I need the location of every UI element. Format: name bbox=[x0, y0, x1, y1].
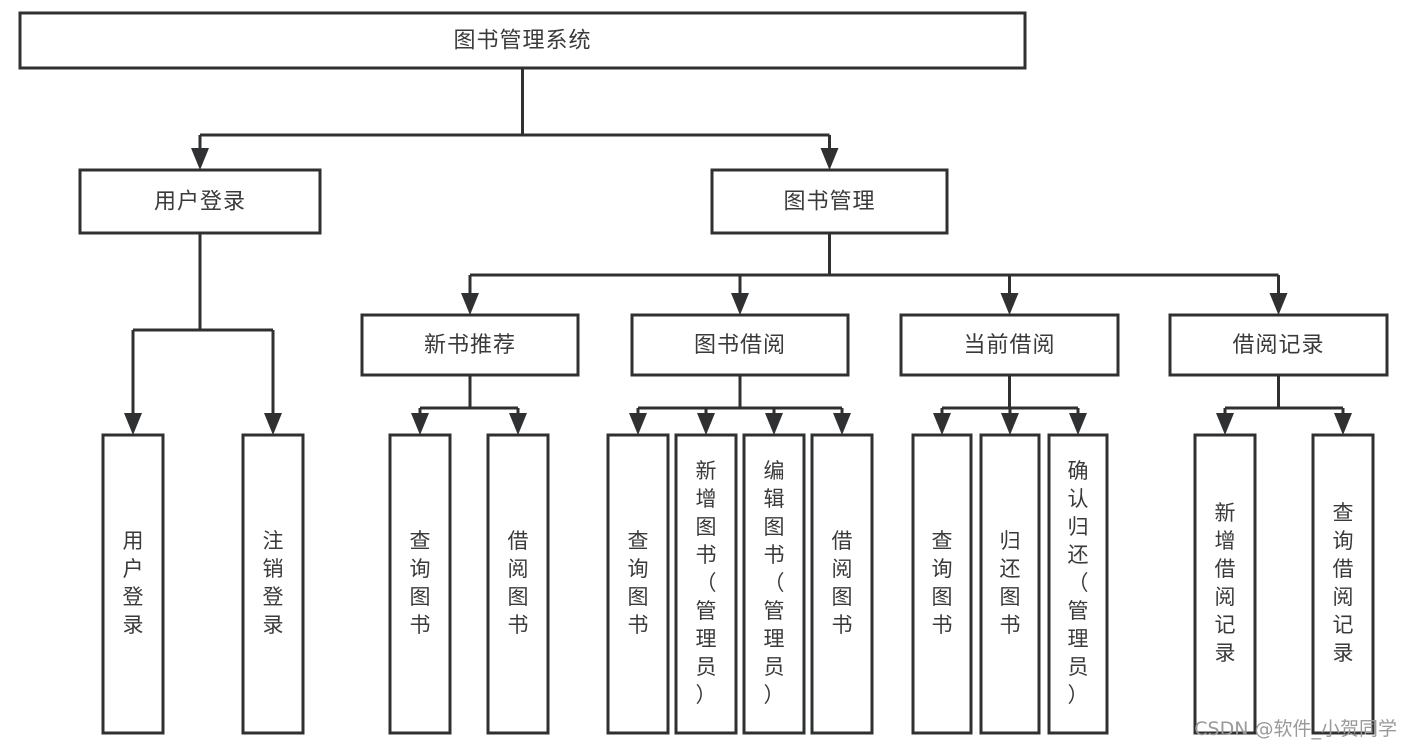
arrow-head-leaf-13 bbox=[1334, 413, 1352, 435]
arrow-head-leaf-1 bbox=[124, 413, 142, 435]
node-box-leaf-12 bbox=[1193, 433, 1257, 735]
arrow-head-leaf-8 bbox=[833, 413, 851, 435]
arrow-head-leaf-10 bbox=[1001, 413, 1019, 435]
node-box-leaf-4 bbox=[486, 433, 550, 735]
node-box-current bbox=[899, 313, 1120, 377]
arrow-head-leaf-7 bbox=[765, 413, 783, 435]
node-box-newbook bbox=[360, 313, 580, 377]
node-label-leaf-12: 新增借阅记录 bbox=[1215, 501, 1236, 665]
node-leaf-13[interactable]: 查询借阅记录 bbox=[1311, 433, 1375, 735]
node-box-bookmgmt bbox=[710, 168, 949, 235]
node-label-leaf-4: 借阅图书 bbox=[508, 529, 529, 637]
node-label-leaf-11: 确认归还（管理员） bbox=[1068, 459, 1089, 707]
node-bookmgmt[interactable]: 图书管理 bbox=[710, 168, 949, 235]
node-borrow[interactable]: 图书借阅 bbox=[630, 313, 850, 377]
node-box-leaf-9 bbox=[911, 433, 973, 735]
node-current[interactable]: 当前借阅 bbox=[899, 313, 1120, 377]
node-box-leaf-1 bbox=[101, 433, 165, 735]
node-label-leaf-9: 查询图书 bbox=[932, 529, 953, 637]
node-box-leaf-6 bbox=[674, 433, 738, 735]
node-label-leaf-1: 用户登录 bbox=[123, 529, 144, 637]
node-leaf-5[interactable]: 查询图书 bbox=[606, 433, 670, 735]
arrow-head-leaf-9 bbox=[933, 413, 951, 435]
node-label-root: 图书管理系统 bbox=[453, 29, 591, 54]
node-box-leaf-10 bbox=[979, 433, 1041, 735]
arrow-head-leaf-6 bbox=[697, 413, 715, 435]
node-box-leaf-2 bbox=[241, 433, 305, 735]
arrow-head-records bbox=[1269, 293, 1288, 315]
node-label-leaf-13: 查询借阅记录 bbox=[1333, 501, 1354, 665]
node-leaf-9[interactable]: 查询图书 bbox=[911, 433, 973, 735]
arrow-head-borrow bbox=[731, 293, 749, 315]
node-label-bookmgmt: 图书管理 bbox=[783, 190, 875, 215]
node-label-leaf-5: 查询图书 bbox=[628, 529, 649, 637]
arrow-head-current bbox=[1000, 293, 1019, 315]
node-leaf-1[interactable]: 用户登录 bbox=[101, 433, 165, 735]
node-box-login bbox=[78, 168, 322, 235]
node-login[interactable]: 用户登录 bbox=[78, 168, 322, 235]
node-label-borrow: 图书借阅 bbox=[694, 333, 786, 358]
node-box-leaf-5 bbox=[606, 433, 670, 735]
node-leaf-4[interactable]: 借阅图书 bbox=[486, 433, 550, 735]
node-leaf-7[interactable]: 编辑图书（管理员） bbox=[742, 433, 806, 735]
node-box-leaf-13 bbox=[1311, 433, 1375, 735]
arrow-head-leaf-2 bbox=[264, 413, 282, 435]
arrow-head-leaf-4 bbox=[509, 413, 527, 435]
node-box-leaf-7 bbox=[742, 433, 806, 735]
arrow-head-leaf-11 bbox=[1069, 413, 1087, 435]
node-label-leaf-2: 注销登录 bbox=[263, 529, 284, 637]
node-leaf-10[interactable]: 归还图书 bbox=[979, 433, 1041, 735]
node-label-newbook: 新书推荐 bbox=[424, 333, 516, 358]
node-label-leaf-7: 编辑图书（管理员） bbox=[764, 459, 785, 707]
arrow-head-leaf-5 bbox=[629, 413, 647, 435]
node-leaf-3[interactable]: 查询图书 bbox=[388, 433, 452, 735]
node-box-leaf-8 bbox=[810, 433, 874, 735]
node-box-leaf-11 bbox=[1047, 433, 1109, 735]
arrow-head-bookmgmt bbox=[820, 148, 839, 170]
node-records[interactable]: 借阅记录 bbox=[1168, 313, 1389, 377]
node-leaf-11[interactable]: 确认归还（管理员） bbox=[1047, 433, 1109, 735]
arrow-head-newbook bbox=[461, 293, 479, 315]
node-root[interactable]: 图书管理系统 bbox=[18, 11, 1027, 70]
node-box-records bbox=[1168, 313, 1389, 377]
node-label-leaf-8: 借阅图书 bbox=[832, 529, 853, 637]
node-leaf-2[interactable]: 注销登录 bbox=[241, 433, 305, 735]
node-label-login: 用户登录 bbox=[154, 190, 246, 215]
node-layer: 图书管理系统用户登录图书管理新书推荐图书借阅当前借阅借阅记录用户登录注销登录查询… bbox=[18, 11, 1389, 735]
node-label-leaf-10: 归还图书 bbox=[1000, 529, 1021, 637]
node-newbook[interactable]: 新书推荐 bbox=[360, 313, 580, 377]
node-box-root bbox=[18, 11, 1027, 70]
node-label-leaf-6: 新增图书（管理员） bbox=[696, 459, 717, 707]
node-label-records: 借阅记录 bbox=[1232, 333, 1324, 358]
node-box-borrow bbox=[630, 313, 850, 377]
node-label-current: 当前借阅 bbox=[963, 333, 1055, 358]
node-leaf-6[interactable]: 新增图书（管理员） bbox=[674, 433, 738, 735]
node-box-leaf-3 bbox=[388, 433, 452, 735]
arrow-head-login bbox=[191, 148, 209, 170]
node-leaf-8[interactable]: 借阅图书 bbox=[810, 433, 874, 735]
arrow-head-leaf-3 bbox=[411, 413, 429, 435]
arrow-head-leaf-12 bbox=[1216, 413, 1234, 435]
node-leaf-12[interactable]: 新增借阅记录 bbox=[1193, 433, 1257, 735]
node-label-leaf-3: 查询图书 bbox=[410, 529, 431, 637]
connector-layer bbox=[124, 68, 1352, 435]
